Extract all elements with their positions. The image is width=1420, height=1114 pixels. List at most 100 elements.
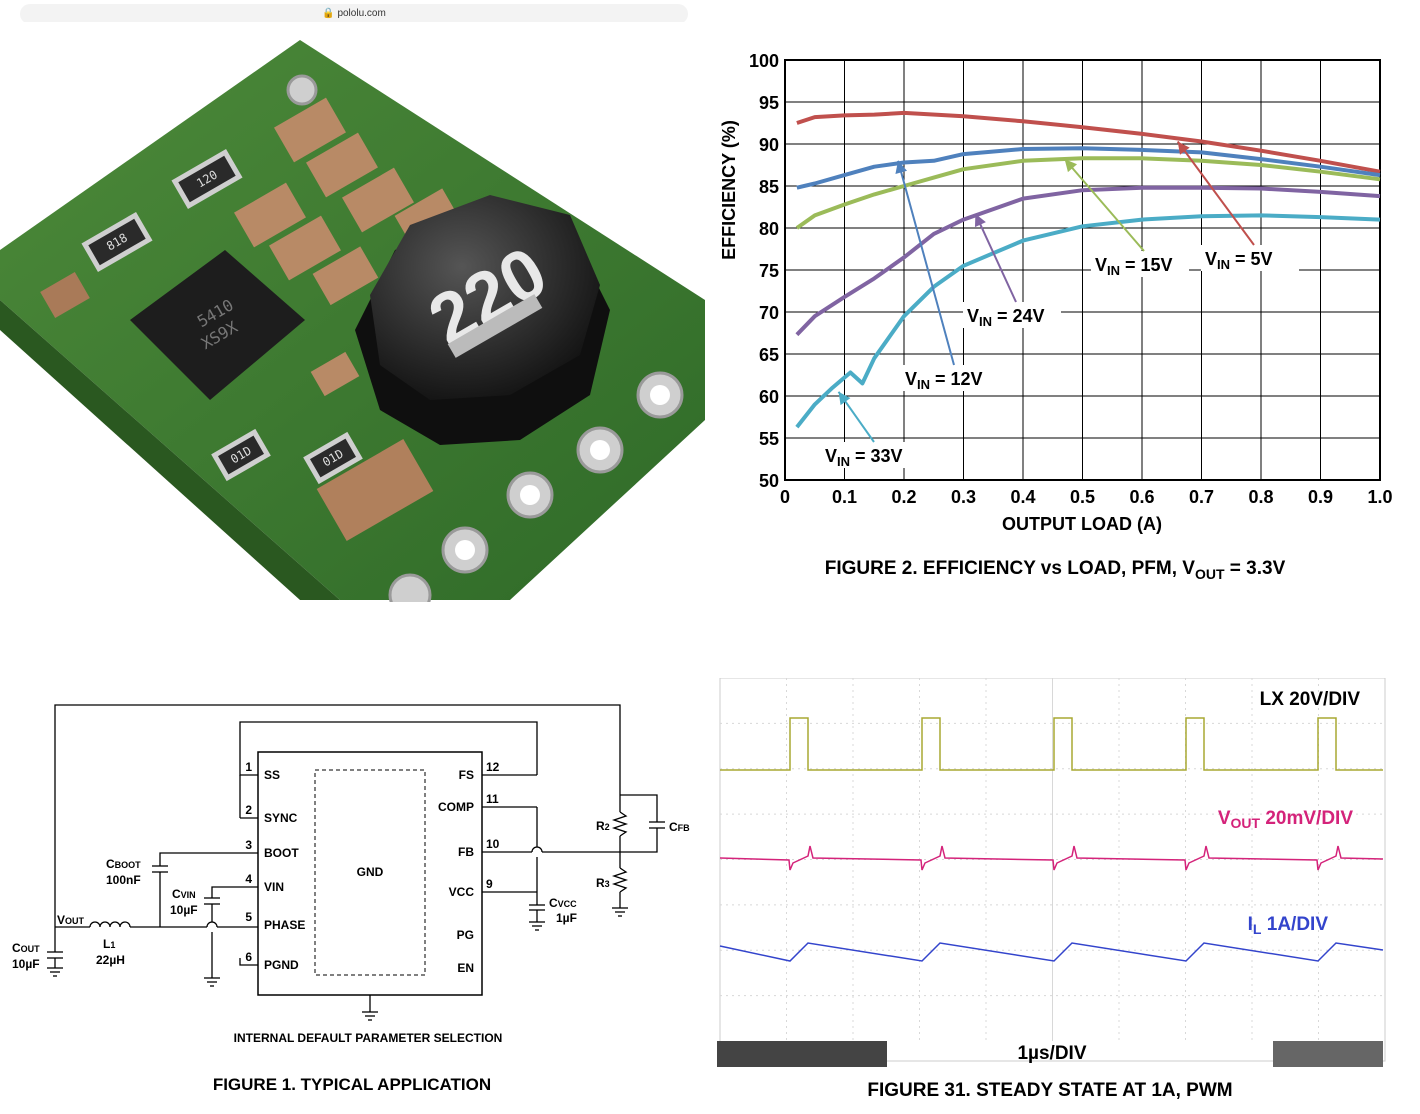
figure31-caption: FIGURE 31. STEADY STATE AT 1A, PWM [867, 1080, 1232, 1101]
cvin-value: 10µF [170, 903, 198, 917]
il-trace [719, 942, 1384, 962]
scope-traces [719, 717, 1384, 962]
annotation-text: VIN = 24V [967, 306, 1045, 329]
pin-name-left: PHASE [264, 918, 305, 932]
series-lines [795, 110, 1381, 429]
url-text: pololu.com [337, 8, 386, 19]
y-tick-label: 65 [759, 345, 779, 365]
gnd-pad [314, 769, 426, 976]
pin-number-left: 4 [245, 872, 252, 886]
r3-label: R3 [596, 876, 610, 890]
annotation-arrowhead [838, 391, 851, 406]
x-tick-label: 0 [780, 487, 790, 507]
pin-name-left: PGND [264, 958, 299, 972]
annotation-arrow [974, 213, 1017, 303]
cvcc-value: 1µF [556, 911, 577, 925]
pin-number-left: 1 [245, 760, 252, 774]
pcb-photo: 818 120 01D 01D 5410 XS9X 220 [0, 22, 705, 602]
annotation-arrowhead [895, 160, 908, 174]
annotation-arrow [897, 160, 955, 366]
y-tick-label: 70 [759, 303, 779, 323]
timebase-label: 1µs/DIV [1017, 1043, 1086, 1064]
pin-name-left: SYNC [264, 811, 298, 825]
cboot-label: CBOOT [106, 857, 141, 871]
pin-name-right: FB [458, 845, 474, 859]
x-tick-label: 0.4 [1010, 487, 1035, 507]
annotation-arrowhead [1064, 159, 1078, 173]
chart-title: FIGURE 2. EFFICIENCY vs LOAD, PFM, VOUT … [825, 558, 1286, 582]
ch3-label: IL 1A/DIV [1248, 914, 1329, 937]
oscilloscope-capture: LX 20V/DIV VOUT 20mV/DIV IL 1A/DIV 1µs/D… [717, 678, 1386, 1101]
y-tick-label: 90 [759, 135, 779, 155]
x-tick-label: 0.2 [891, 487, 916, 507]
ic-body [257, 751, 483, 996]
x-tick-label: 0.7 [1189, 487, 1214, 507]
pin-number-right: 9 [486, 877, 493, 891]
l1-label: L1 [103, 937, 115, 951]
r2-label: R2 [596, 819, 610, 833]
schematic-diagram: GND 1SS2SYNC3BOOT4VIN5PHASE6PGND12FS11CO… [12, 704, 690, 1094]
series-annotation-4: VIN = 33V [821, 391, 919, 469]
cout-label: COUT [12, 941, 40, 955]
ch2-label: VOUT 20mV/DIV [1218, 808, 1354, 831]
annotation-text: VIN = 15V [1095, 255, 1173, 278]
y-tick-label: 85 [759, 177, 779, 197]
vout-trace [719, 845, 1384, 871]
scope-status-bar-right [1273, 1041, 1383, 1067]
y-tick-label: 60 [759, 387, 779, 407]
cvin-label: CVIN [172, 887, 196, 901]
l1-value: 22µH [96, 953, 125, 967]
y-tick-label: 80 [759, 219, 779, 239]
pin-number-left: 5 [245, 910, 252, 924]
schematic-subcaption: INTERNAL DEFAULT PARAMETER SELECTION [234, 1031, 503, 1045]
lock-icon: 🔒 [322, 8, 335, 19]
vout-label: VOUT [57, 913, 85, 927]
series-line-1 [796, 146, 1381, 190]
pin-name-right: COMP [438, 800, 474, 814]
chart-grid [784, 59, 1381, 481]
x-tick-label: 0.9 [1308, 487, 1333, 507]
browser-url-bar[interactable]: 🔒 pololu.com [20, 4, 688, 24]
annotation-bg [901, 365, 999, 391]
cboot-value: 100nF [106, 873, 141, 887]
series-annotation-0: VIN = 5V [1176, 140, 1299, 272]
capacitors [40, 97, 461, 541]
y-tick-label: 55 [759, 429, 779, 449]
annotation-bg [1201, 245, 1299, 271]
pin-name-right: PG [457, 928, 474, 942]
pin-number-left: 3 [245, 838, 252, 852]
pin-name-right: EN [457, 961, 474, 975]
series-annotation-2: VIN = 15V [1063, 158, 1189, 278]
pin-number-right: 11 [486, 792, 499, 806]
x-tick-label: 0.8 [1248, 487, 1273, 507]
x-tick-label: 0.3 [951, 487, 976, 507]
annotation-text: VIN = 33V [825, 446, 903, 469]
y-tick-label: 100 [749, 51, 779, 71]
pin-name-left: BOOT [264, 846, 299, 860]
series-line-0 [796, 110, 1381, 174]
pin-name-right: VCC [449, 885, 475, 899]
annotation-bg [963, 302, 1061, 328]
y-tick-label: 50 [759, 471, 779, 491]
pin-name-left: SS [264, 768, 280, 782]
pin-name-left: VIN [264, 880, 284, 894]
pin-number-left: 6 [245, 950, 252, 964]
series-annotations: VIN = 5V VIN = 15V VIN = 24V VIN = 12V VIN =… [821, 140, 1299, 469]
series-line-2 [795, 156, 1381, 230]
annotation-text: VIN = 5V [1205, 249, 1273, 272]
pin-number-right: 10 [486, 837, 500, 851]
inductor: 220 [355, 195, 610, 445]
figure1-caption: FIGURE 1. TYPICAL APPLICATION [213, 1075, 491, 1094]
annotation-text: VIN = 12V [905, 369, 983, 392]
annotation-arrow [1176, 140, 1255, 246]
pin-name-right: FS [459, 768, 474, 782]
y-axis-label: EFFICIENCY (%) [719, 120, 739, 260]
cout-value: 10µF [12, 957, 40, 971]
annotation-bg [1091, 251, 1189, 277]
series-annotation-3: VIN = 24V [963, 213, 1061, 329]
series-line-4 [795, 213, 1381, 429]
schematic-labels: GND 1SS2SYNC3BOOT4VIN5PHASE6PGND12FS11CO… [12, 751, 690, 1045]
